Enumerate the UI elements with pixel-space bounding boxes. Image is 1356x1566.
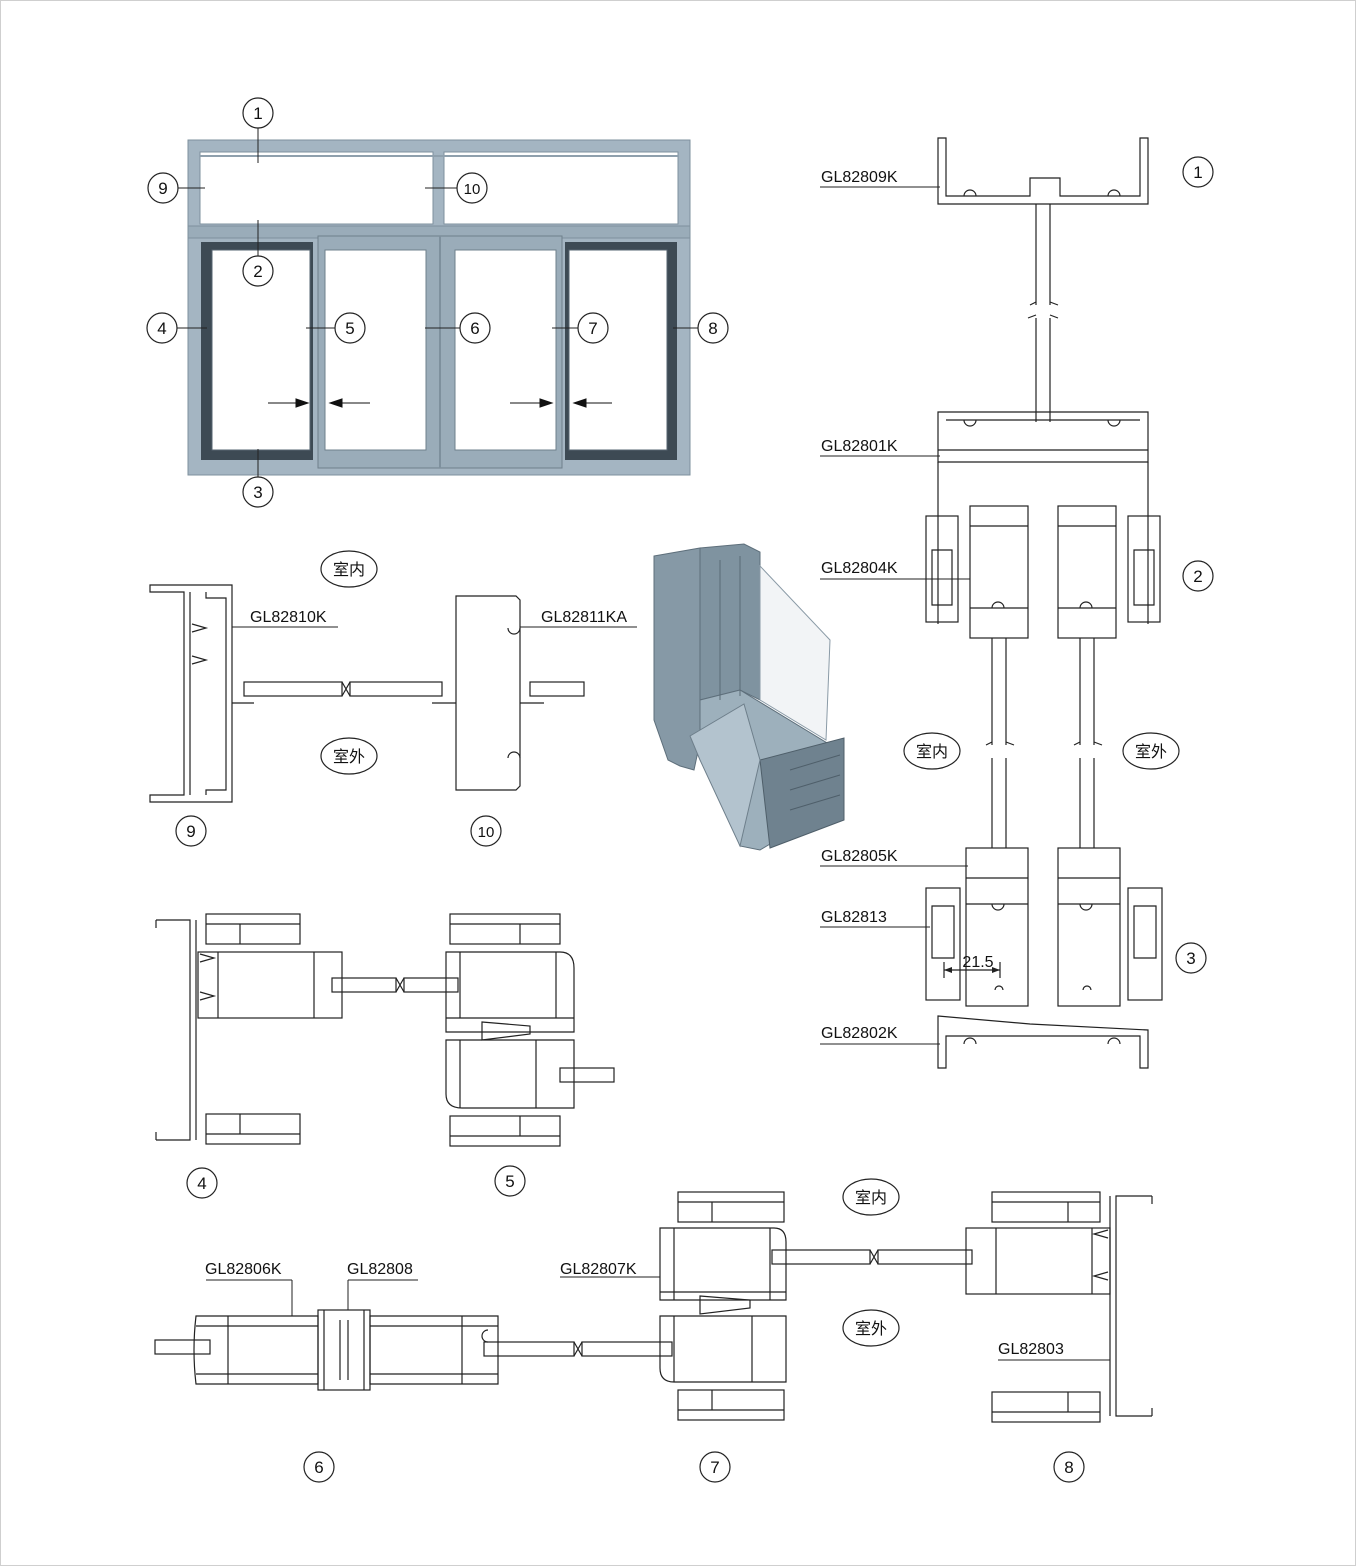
- part-label-gl82811ka: GL82811KA: [541, 609, 627, 626]
- callout-text: 7: [710, 1458, 719, 1477]
- section-6: [154, 1309, 673, 1391]
- interlock-left: [925, 515, 959, 623]
- part-label-gl82802k: GL82802K: [821, 1025, 898, 1042]
- section-7: [659, 1191, 973, 1421]
- indoor-badge: [320, 550, 378, 588]
- sash-top-left: [969, 505, 1029, 639]
- part-label-gl82809k: GL82809K: [821, 169, 898, 186]
- elevation-callout-2: [242, 255, 274, 287]
- elevation-callout-7: [577, 312, 609, 344]
- sash-top-right: [1057, 505, 1117, 639]
- side-profile-right: [1127, 887, 1163, 1001]
- callout-text: 4: [157, 319, 166, 338]
- part-label-gl82813: GL82813: [821, 909, 887, 926]
- elevation-callout-5: [334, 312, 366, 344]
- part-label-gl82806k: GL82806K: [205, 1261, 282, 1278]
- dimension-label: 21.5: [962, 954, 993, 971]
- outdoor-label: 室外: [855, 1319, 887, 1338]
- elevation-callout-8: [697, 312, 729, 344]
- callout-text: 6: [470, 319, 479, 338]
- transom-left: [199, 151, 434, 225]
- elevation-callout-9: [147, 172, 179, 204]
- profile-gl82806k: [193, 1315, 319, 1385]
- section-8: [965, 1191, 1153, 1423]
- interlock-right: [1127, 515, 1161, 623]
- elevation-callout-1: [242, 97, 274, 129]
- profile-gl82807k: [659, 1227, 787, 1301]
- section-9-10: [149, 584, 585, 803]
- profile-gl82802k: [937, 1015, 1149, 1069]
- profile-gl82810k: [149, 584, 233, 803]
- outdoor-badge: [1122, 732, 1180, 770]
- section-4-5: [155, 913, 615, 1147]
- sash-glass-left: [324, 249, 427, 451]
- indoor-label: 室内: [855, 1188, 887, 1207]
- callout-text: 3: [253, 483, 262, 502]
- outdoor-label: 室外: [1135, 742, 1167, 761]
- section-callout-10: [470, 815, 502, 847]
- profile-gl82809k: [937, 137, 1149, 205]
- callout-text: 6: [314, 1458, 323, 1477]
- indoor-label: 室内: [916, 742, 948, 761]
- part-label-gl82805k: GL82805K: [821, 848, 898, 865]
- part-label-gl82804k: GL82804K: [821, 560, 898, 577]
- profile-gl82805k: [965, 847, 1029, 1007]
- elevation-callout-6: [459, 312, 491, 344]
- callout-text: 9: [158, 179, 167, 198]
- callout-text: 8: [1064, 1458, 1073, 1477]
- section-callout-5: [494, 1165, 526, 1197]
- profile-interlock-sash-5: [445, 951, 575, 1033]
- outdoor-badge: [842, 1309, 900, 1347]
- callout-text: 9: [186, 822, 195, 841]
- profile-gl82808: [317, 1309, 371, 1391]
- callout-text: 7: [588, 319, 597, 338]
- profile-gl82803: [1115, 1195, 1152, 1417]
- profile-side-frame-4: [156, 919, 191, 1141]
- outdoor-label: 室外: [333, 747, 365, 766]
- callout-text: 4: [197, 1174, 206, 1193]
- callout-text: 5: [345, 319, 354, 338]
- slide-arrows: [268, 398, 612, 408]
- indoor-badge: [842, 1178, 900, 1216]
- sash-glass-right: [454, 249, 557, 451]
- section-callout-6: [303, 1451, 335, 1483]
- profile-gl82811ka: [455, 595, 521, 791]
- section-callout-7: [699, 1451, 731, 1483]
- callout-text: 2: [1193, 567, 1202, 586]
- part-label-gl82810k: GL82810K: [250, 609, 327, 626]
- callout-text: 2: [253, 262, 262, 281]
- corner-render: [653, 543, 845, 851]
- callout-text: 3: [1186, 949, 1195, 968]
- profile-gl82813: [925, 887, 961, 1001]
- callout-text: 1: [253, 104, 262, 123]
- elevation-callout-4: [146, 312, 178, 344]
- part-label-gl82801k: GL82801K: [821, 438, 898, 455]
- indoor-badge: [903, 732, 961, 770]
- vertical-section-leaders: [820, 186, 970, 1045]
- part-label-gl82803: GL82803: [998, 1341, 1064, 1358]
- section-callout-2: [1182, 560, 1214, 592]
- window-elevation: 1 9 10 2 4 5 6 7 8 3: [146, 97, 729, 508]
- section-callout-4: [186, 1167, 218, 1199]
- callout-text: 10: [478, 824, 495, 841]
- elevation-leaders: [177, 127, 698, 477]
- outdoor-badge: [320, 737, 378, 775]
- callout-text: 5: [505, 1172, 514, 1191]
- callout-text: 8: [708, 319, 717, 338]
- sash-bottom-right: [1057, 847, 1121, 1007]
- part-label-gl82807k: GL82807K: [560, 1261, 637, 1278]
- elevation-callout-3: [242, 476, 274, 508]
- section-callout-9: [175, 815, 207, 847]
- elevation-callout-10: [456, 172, 488, 204]
- part-label-gl82808: GL82808: [347, 1261, 413, 1278]
- section-callout-8: [1053, 1451, 1085, 1483]
- section-callout-1: [1182, 156, 1214, 188]
- callout-text: 1: [1193, 163, 1202, 182]
- callout-text: 10: [464, 181, 481, 198]
- indoor-label: 室内: [333, 560, 365, 579]
- section-callout-3: [1175, 942, 1207, 974]
- vertical-section: [925, 137, 1163, 1069]
